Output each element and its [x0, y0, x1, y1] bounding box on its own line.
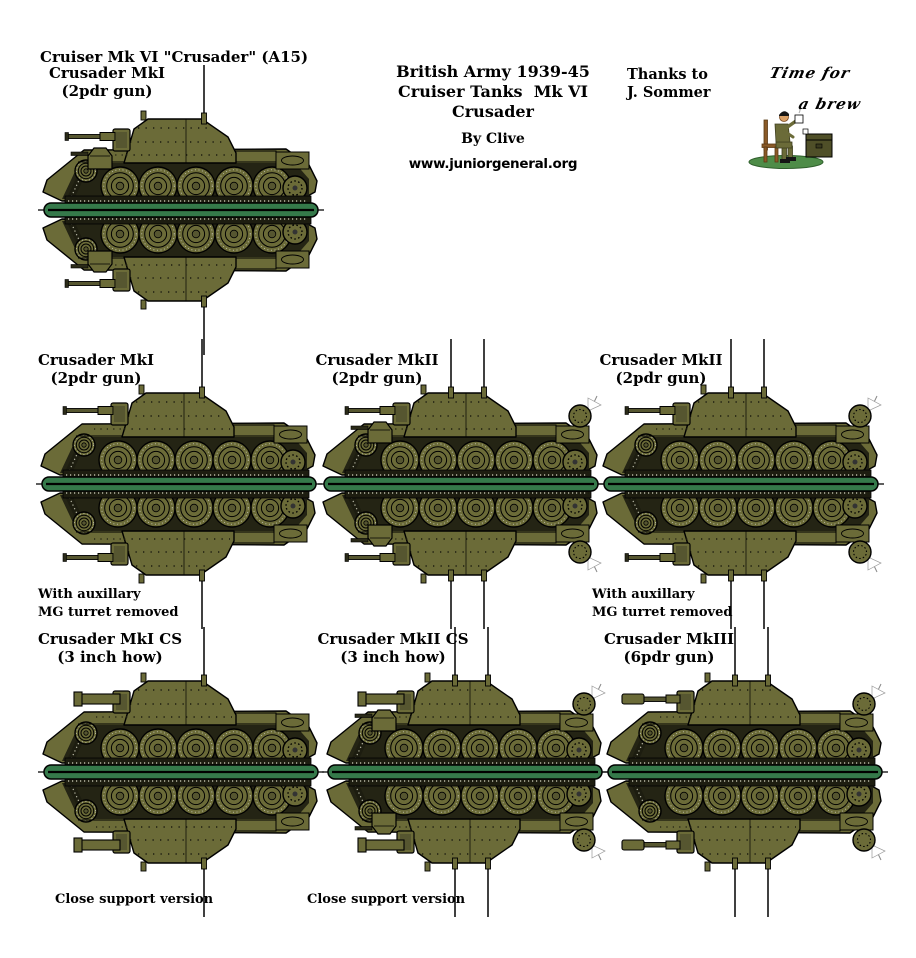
- page-title-line3: Crusader: [452, 102, 534, 121]
- tank-figure-crusader-mki-a: [38, 60, 324, 364]
- tank-gun: (2pdr gun): [331, 369, 423, 387]
- website-text: www.juniorgeneral.org: [408, 156, 578, 172]
- tea-break-illustration: [748, 104, 844, 174]
- tank-name: Crusader MkIII: [603, 630, 735, 648]
- tank-figure-crusader-mkiii: [602, 622, 888, 926]
- tank-gun: (3 inch how): [340, 648, 446, 666]
- sheet-title: Cruiser Mk VI "Crusader" (A15): [40, 48, 309, 66]
- tank-image-crusader-mki-a: [38, 65, 324, 355]
- tank-name: Crusader MkII: [315, 351, 439, 369]
- note-mg-removed-right: With auxillary MG turret removed: [592, 586, 732, 622]
- note-line: MG turret removed: [592, 605, 733, 620]
- note-line: MG turret removed: [38, 605, 179, 620]
- page-title-line2: Cruiser Tanks Mk VI: [398, 82, 588, 101]
- tank-label-crusader-mkiii: Crusader MkIII (6pdr gun): [579, 630, 759, 666]
- tank-label-crusader-mkii-cs: Crusader MkII CS (3 inch how): [303, 630, 483, 666]
- note-line: Close support version: [307, 892, 466, 907]
- tank-name: Crusader MkII: [599, 351, 723, 369]
- tank-label-crusader-mkii-b: Crusader MkII (2pdr gun): [571, 351, 751, 387]
- tank-image-crusader-mkii-cs: [322, 627, 608, 917]
- tank-name: Crusader MkI: [48, 64, 166, 82]
- note-line: Close support version: [55, 892, 214, 907]
- tank-name: Crusader MkI CS: [37, 630, 183, 648]
- tank-figure-crusader-mkii-a: [318, 334, 604, 638]
- tank-figure-crusader-mki-cs: [38, 622, 324, 926]
- soldier-drinking-tea-image: [748, 106, 833, 169]
- tank-gun: (2pdr gun): [61, 82, 153, 100]
- tank-figure-crusader-mkii-b: [598, 334, 884, 638]
- tank-label-crusader-mki-a: Crusader MkI (2pdr gun): [17, 64, 197, 100]
- tank-image-crusader-mki-b: [36, 339, 322, 629]
- tank-image-crusader-mkiii: [602, 627, 888, 917]
- brew-caption-line2: a brew: [796, 95, 864, 113]
- tank-image-crusader-mkii-b: [598, 339, 884, 629]
- tank-figure-crusader-mkii-cs: [322, 622, 608, 926]
- brew-caption-line1: Time for: [767, 64, 853, 82]
- tank-label-crusader-mki-b: Crusader MkI (2pdr gun): [6, 351, 186, 387]
- tank-name: Crusader MkI: [37, 351, 155, 369]
- tank-label-crusader-mkii-a: Crusader MkII (2pdr gun): [287, 351, 467, 387]
- page-title-line1: British Army 1939-45: [396, 62, 590, 81]
- thanks-line2: J. Sommer: [627, 84, 711, 101]
- tank-image-crusader-mki-cs: [38, 627, 324, 917]
- note-close-support-left: Close support version: [55, 891, 213, 909]
- thanks-credit: Thanks to J. Sommer: [627, 66, 711, 102]
- note-mg-removed-left: With auxillary MG turret removed: [38, 586, 178, 622]
- tank-gun: (2pdr gun): [615, 369, 707, 387]
- tank-figure-crusader-mki-b: [36, 334, 322, 638]
- page-header: British Army 1939-45 Cruiser Tanks Mk VI…: [373, 62, 613, 172]
- note-line: With auxillary: [592, 587, 695, 602]
- thanks-line1: Thanks to: [627, 66, 708, 83]
- note-close-support-center: Close support version: [307, 891, 465, 909]
- tank-gun: (3 inch how): [57, 648, 163, 666]
- tank-gun: (6pdr gun): [623, 648, 715, 666]
- tank-image-crusader-mkii-a: [318, 339, 604, 629]
- byline: By Clive: [461, 131, 525, 147]
- tank-name: Crusader MkII CS: [317, 630, 469, 648]
- tank-label-crusader-mki-cs: Crusader MkI CS (3 inch how): [20, 630, 200, 666]
- tank-gun: (2pdr gun): [50, 369, 142, 387]
- note-line: With auxillary: [38, 587, 141, 602]
